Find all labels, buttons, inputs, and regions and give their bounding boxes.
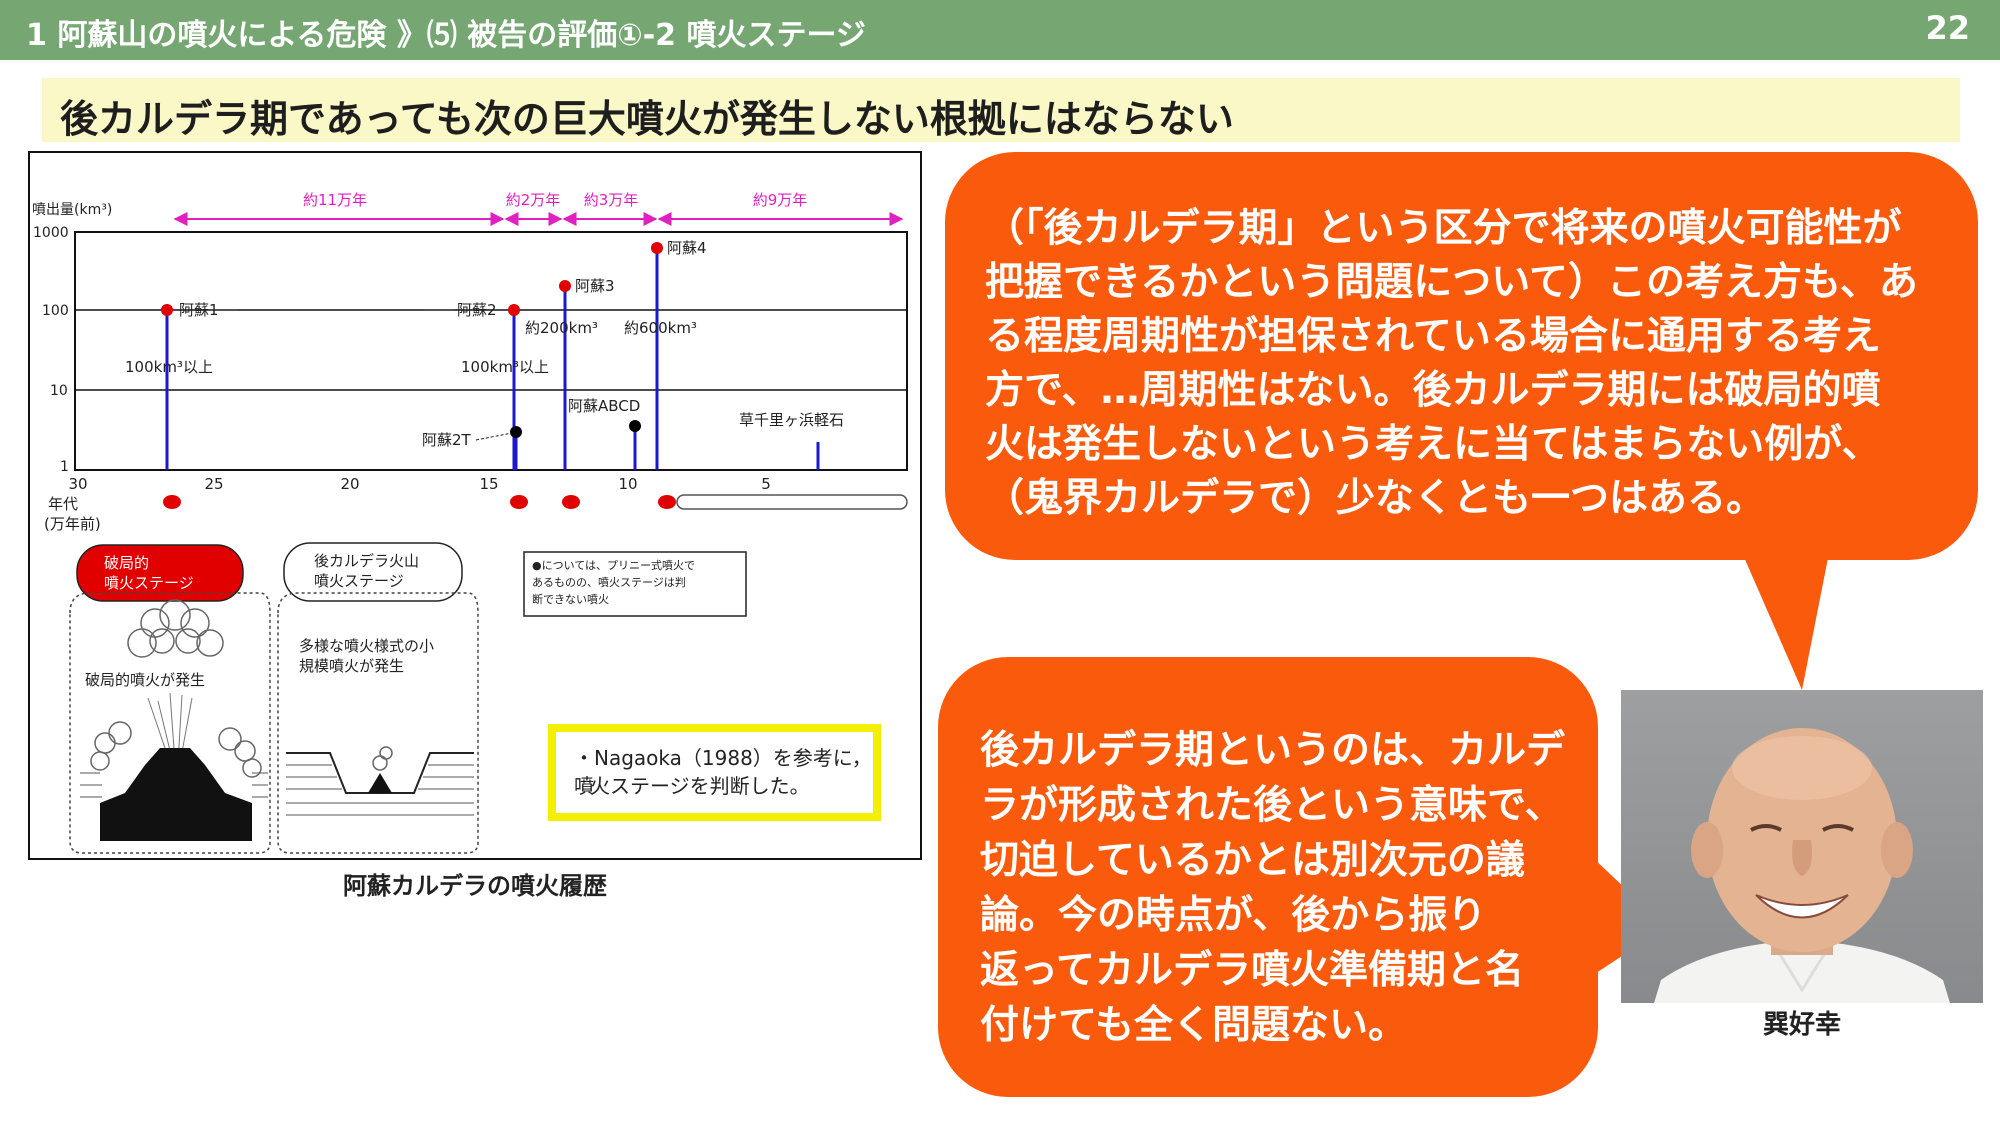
figure-caption: 阿蘇カルデラの噴火履歴 [343, 872, 607, 900]
marker-aso2 [508, 304, 520, 316]
legend-line3: 断できない噴火 [532, 592, 609, 606]
timeline-marker-2 [510, 495, 528, 509]
x-tick-5: 5 [761, 475, 771, 493]
x-tick-10: 10 [618, 475, 637, 493]
x-axis-label-line1: 年代 [48, 495, 78, 513]
post-caldera-stage-box [283, 542, 463, 602]
bubble-top-line: 火は発生しないという考えに当てはまらない例が、 [985, 422, 1881, 467]
bubble-bottom-line: ラが形成された後という意味で、 [980, 783, 1564, 828]
timeline-marker-3 [562, 495, 580, 509]
span-label-2: 約2万年 [506, 191, 561, 209]
legend-line1: ●については、プリニー式噴火で [532, 559, 695, 572]
headline-banner: 後カルデラ期であっても次の巨大噴火が発生しない根拠にはならない [42, 78, 1960, 142]
label-kusasenri: 草千里ヶ浜軽石 [739, 411, 844, 429]
reference-note-line2: 火ステージを判断した。 [590, 774, 810, 798]
volume-aso3: 約200km³ [525, 319, 598, 337]
label-aso1: 阿蘇1 [179, 301, 219, 319]
marker-aso4 [651, 242, 663, 254]
marker-asoabcd [629, 420, 641, 432]
x-axis-label-line2: (万年前) [44, 515, 101, 533]
x-tick-15: 15 [479, 475, 498, 493]
person-name: 巽好幸 [1621, 1003, 1983, 1047]
headline-text: 後カルデラ期であっても次の巨大噴火が発生しない根拠にはならない [60, 97, 1234, 141]
reference-note-box: ・Nagaoka（1988）を参考に，噴 火ステージを判断した。 [548, 724, 881, 821]
y-tick-10: 10 [50, 383, 68, 399]
post-caldera-stage-line2: 噴火ステージ [314, 572, 404, 590]
post-caldera-illustration [286, 746, 474, 816]
destructive-panel-outline [69, 592, 271, 854]
span-label-3: 約3万年 [584, 191, 639, 209]
post-caldera-description-line2: 規模噴火が発生 [299, 657, 404, 675]
span-label-4: 約9万年 [753, 191, 808, 209]
marker-aso1 [161, 304, 173, 316]
legend-line2: あるものの、噴火ステージは判 [532, 576, 686, 589]
portrait-photo [1621, 690, 1983, 1046]
label-aso2t: 阿蘇2T [422, 431, 472, 449]
timeline-bar [676, 494, 908, 510]
label-asoabcd: 阿蘇ABCD [568, 397, 640, 415]
x-tick-30: 30 [68, 475, 87, 493]
speech-bubble-top: （「後カルデラ期」という区分で将来の噴火可能性が 把握できるかという問題について… [945, 152, 1978, 560]
x-tick-20: 20 [340, 475, 359, 493]
post-caldera-stage-line1: 後カルデラ火山 [314, 552, 419, 570]
post-caldera-panel-outline [277, 592, 479, 854]
destructive-stage-box [76, 544, 244, 602]
post-caldera-description-line1: 多様な噴火様式の小 [299, 637, 434, 655]
y-tick-1000: 1000 [33, 225, 69, 241]
destructive-description: 破局的噴火が発生 [85, 671, 205, 689]
label-aso2: 阿蘇2 [457, 301, 497, 319]
x-tick-25: 25 [204, 475, 223, 493]
marker-aso2t [510, 426, 522, 438]
bubble-bottom-line: 後カルデラ期というのは、カルデ [980, 728, 1566, 773]
volume-aso4: 約600km³ [624, 319, 697, 337]
volume-aso2: 100km³以上 [461, 358, 549, 376]
portrait-illustration [1641, 728, 1963, 1046]
bubble-bottom-line: 切迫しているかとは別次元の議 [980, 838, 1525, 883]
header-title: 1 阿蘇山の噴火による危険 》⑸ 被告の評価①-2 噴火ステージ [26, 18, 866, 53]
label-aso4: 阿蘇4 [667, 239, 707, 257]
destructive-stage-line1: 破局的 [104, 554, 149, 572]
y-tick-1: 1 [60, 459, 69, 475]
speech-bubble-bottom: 後カルデラ期というのは、カルデ ラが形成された後という意味で、 切迫しているかと… [938, 657, 1598, 1097]
y-axis-label: 噴出量(km³) [32, 202, 112, 218]
legend-box [523, 551, 747, 617]
span-label-1: 約11万年 [303, 191, 367, 209]
bubble-top-line: （「後カルデラ期」という区分で将来の噴火可能性が [985, 206, 1902, 251]
bubble-top-tail [1740, 548, 1830, 690]
header-bar: 1 阿蘇山の噴火による危険 》⑸ 被告の評価①-2 噴火ステージ 22 [0, 0, 2000, 60]
label-aso3: 阿蘇3 [575, 277, 615, 295]
bubble-top-line: 方で、…周期性はない。後カルデラ期には破局的噴 [985, 368, 1881, 413]
bubble-bottom-line: 返ってカルデラ噴火準備期と名 [980, 948, 1525, 993]
bubble-top-line: る程度周期性が担保されている場合に通用する考え [985, 314, 1881, 359]
bubble-top-line: （鬼界カルデラで）少なくとも一つはある。 [985, 476, 1766, 521]
reference-note-line1: ・Nagaoka（1988）を参考に，噴 [574, 746, 872, 798]
timeline-marker-1 [163, 495, 181, 509]
leader-aso2t [475, 432, 513, 441]
plot-frame [74, 231, 908, 471]
y-tick-100: 100 [42, 303, 69, 319]
timeline-marker-4 [658, 495, 676, 509]
destructive-eruption-illustration [80, 599, 268, 841]
eruption-history-figure: 噴出量(km³) 1000 100 10 1 30 25 20 15 10 5 … [28, 151, 922, 860]
marker-aso3 [559, 280, 571, 292]
destructive-stage-line2: 噴火ステージ [104, 574, 194, 592]
bubble-bottom-line: 論。今の時点が、後から振り [980, 893, 1487, 938]
volume-aso1: 100km³以上 [125, 358, 213, 376]
bubble-bottom-line: 付けても全く問題ない。 [980, 1003, 1408, 1048]
page-number: 22 [1925, 9, 1970, 47]
bubble-top-line: 把握できるかという問題について）この考え方も、あ [985, 260, 1918, 305]
eruption-history-chart: 噴出量(km³) 1000 100 10 1 30 25 20 15 10 5 … [32, 191, 908, 854]
